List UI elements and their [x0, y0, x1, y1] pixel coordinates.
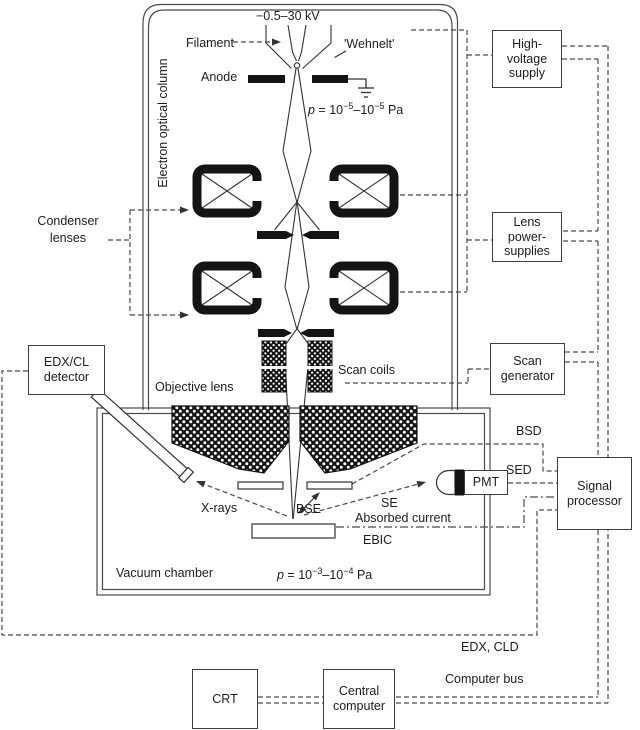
- crt-box: CRT: [192, 669, 258, 729]
- dash-dot-wiring: [336, 496, 557, 528]
- electron-gun: [265, 24, 347, 69]
- electron-optical-column-label: Electron optical column: [155, 58, 170, 188]
- scan-coil-icons: [261, 340, 333, 393]
- vacuum-chamber-outline: [96, 407, 491, 596]
- anode-plates: [248, 75, 348, 83]
- filament-label: Filament: [186, 36, 234, 50]
- condenser-lens-icons: [192, 164, 399, 315]
- ground-symbol: [348, 78, 374, 98]
- dashed-wiring: [1, 29, 609, 704]
- objective-lens-shape: [171, 405, 418, 474]
- bsd-label: BSD: [516, 424, 542, 438]
- xrays-label: X-rays: [201, 501, 238, 515]
- bsd-plates: [237, 481, 353, 490]
- column-outline: [142, 3, 459, 410]
- pmt-box: PMT: [464, 470, 508, 495]
- chamber-pressure-label: p = 10−3–10−4 Pa: [277, 565, 373, 582]
- anode-label: Anode: [201, 70, 238, 84]
- edx-detector-tube: [90, 388, 195, 484]
- objective-lens-label: Objective lens: [155, 380, 234, 394]
- sed-label: SED: [506, 463, 532, 477]
- se-label: SE: [381, 496, 398, 510]
- specimen-stage: [251, 523, 336, 539]
- arrowheads: [180, 38, 426, 514]
- pmt-scintillator: [435, 469, 464, 496]
- absorbed-current-label: Absorbed current: [355, 511, 451, 525]
- wehnelt-label: 'Wehnelt': [344, 37, 395, 51]
- column-pressure-label: p = 10−5–10−5 Pa: [308, 100, 404, 117]
- vacuum-chamber-label: Vacuum chamber: [116, 566, 214, 580]
- accelerating-voltage-label: −0.5–30 kV: [256, 9, 320, 23]
- ebic-label: EBIC: [363, 533, 393, 547]
- aperture-plates: [257, 231, 339, 337]
- edx-cld-label: EDX, CLD: [461, 640, 519, 654]
- scan-coils-label: Scan coils: [338, 363, 395, 377]
- computer-bus-label: Computer bus: [445, 672, 524, 686]
- bse-label: BSE: [296, 502, 322, 516]
